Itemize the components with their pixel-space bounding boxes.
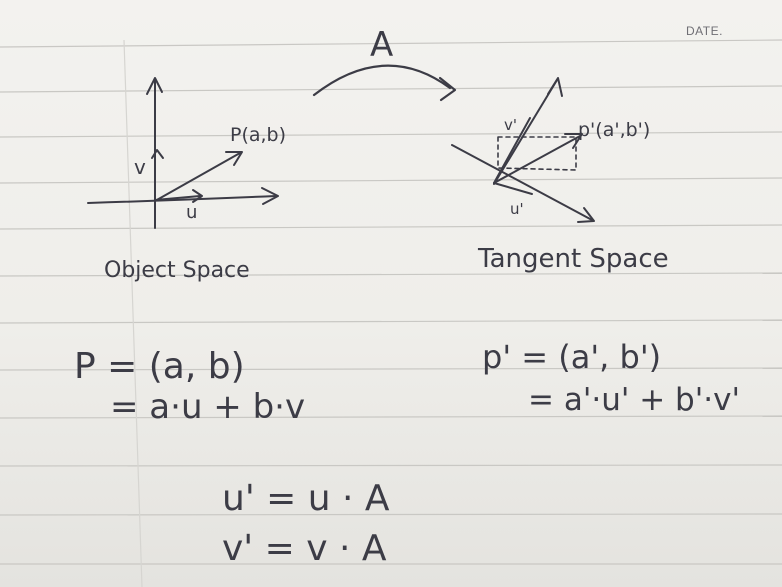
object-space-diagram bbox=[87, 77, 279, 229]
date-label: DATE. bbox=[686, 24, 723, 38]
object-space-caption: Object Space bbox=[104, 258, 250, 283]
object-point-label: P(a,b) bbox=[230, 124, 286, 146]
tangent-v-label: v' bbox=[504, 116, 517, 134]
object-v-label: v bbox=[134, 155, 146, 179]
equation-v-prime: v' = v · A bbox=[222, 528, 387, 569]
tangent-point-label: p'(a',b') bbox=[578, 119, 650, 141]
equation-p: P = (a, b) bbox=[74, 346, 245, 387]
equation-p-prime: p' = (a', b') bbox=[482, 338, 661, 376]
tangent-space-caption: Tangent Space bbox=[477, 244, 669, 274]
equation-p-expansion: = a·u + b·v bbox=[110, 387, 305, 427]
margin-line bbox=[123, 39, 143, 587]
tangent-space-diagram bbox=[451, 77, 595, 223]
equation-p-prime-expansion: = a'·u' + b'·v' bbox=[528, 382, 740, 418]
object-u-label: u bbox=[186, 202, 197, 223]
ruled-lines bbox=[0, 39, 782, 565]
tangent-u-label: u' bbox=[510, 200, 524, 218]
transform-arc bbox=[312, 64, 457, 102]
equation-u-prime: u' = u · A bbox=[222, 478, 390, 519]
transform-label: A bbox=[370, 25, 393, 65]
